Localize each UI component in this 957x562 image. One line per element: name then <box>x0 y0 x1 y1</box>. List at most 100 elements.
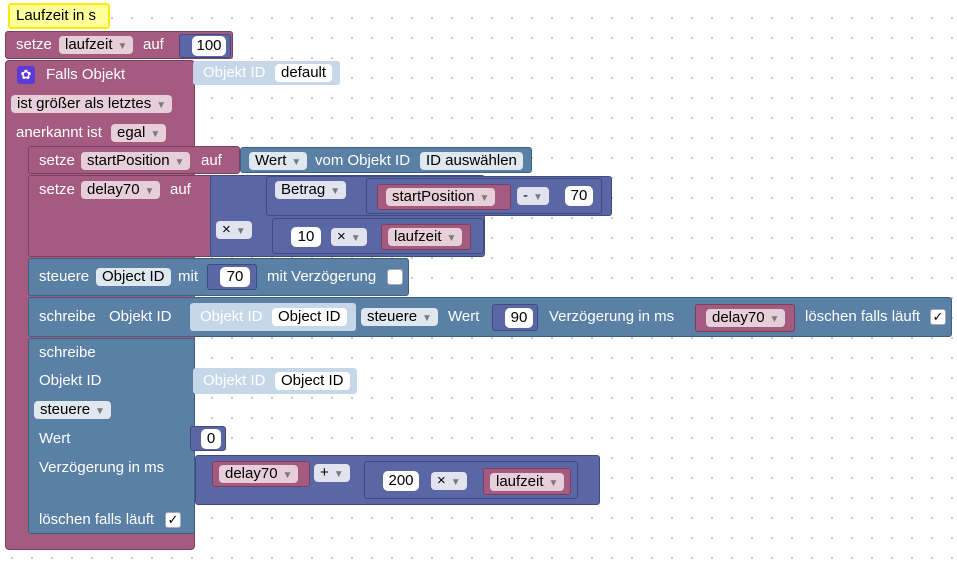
set-laufzeit-block[interactable]: setze laufzeit▼ auf 100 <box>5 31 233 59</box>
chevron-down-icon: ▼ <box>144 186 155 197</box>
startposition-var-dropdown[interactable]: startPosition▼ <box>386 188 496 206</box>
id-select-button[interactable]: ID auswählen <box>420 152 523 170</box>
clear-checkbox[interactable]: ✓ <box>165 512 181 528</box>
subtract-block[interactable]: startPosition▼ -▼ 70 <box>366 178 602 214</box>
write-inline-id-socket[interactable]: Objekt ID Object ID <box>190 303 356 331</box>
laufzeit-get-block[interactable]: laufzeit▼ <box>381 224 471 250</box>
auf-label: auf <box>170 181 191 198</box>
chevron-down-icon: ▼ <box>282 470 293 481</box>
chevron-down-icon: ▼ <box>548 478 559 489</box>
get-value-block[interactable]: Wert▼ vom Objekt ID ID auswählen <box>240 147 532 173</box>
chevron-down-icon: ▼ <box>150 129 161 140</box>
objekt-id-label: Objekt ID <box>203 372 266 389</box>
trigger-id-socket[interactable]: Objekt ID default <box>193 61 340 85</box>
startposition-get-block[interactable]: startPosition▼ <box>377 184 511 210</box>
seventy-input[interactable]: 70 <box>565 186 593 206</box>
write-block-id-socket[interactable]: Objekt ID Object ID <box>193 368 357 394</box>
chevron-down-icon: ▼ <box>291 157 302 168</box>
number-block[interactable]: 90 <box>492 304 538 331</box>
control-value-input[interactable]: 70 <box>220 267 250 287</box>
delay70-get-block[interactable]: delay70▼ <box>695 304 795 332</box>
chevron-down-icon: ▼ <box>422 313 432 324</box>
control-object-id[interactable]: Object ID <box>96 268 171 286</box>
wert-label: Wert <box>39 430 71 447</box>
chevron-down-icon: ▼ <box>350 233 361 244</box>
write-title: schreibe <box>39 344 96 361</box>
set-startposition-block[interactable]: setze startPosition▼ auf <box>28 146 240 174</box>
write-inline-block[interactable]: schreibe Objekt ID steuere▼ Wert 90 Verz… <box>28 297 952 337</box>
delay-label: mit Verzögerung <box>267 268 377 285</box>
minus-dropdown[interactable]: -▼ <box>517 187 549 205</box>
laufzeit-var-dropdown[interactable]: laufzeit▼ <box>388 228 463 246</box>
times-dropdown[interactable]: ×▼ <box>331 228 367 246</box>
write-mode-dropdown[interactable]: steuere▼ <box>34 401 111 419</box>
laufzeit-var-dropdown[interactable]: laufzeit▼ <box>59 36 134 54</box>
write-block-value-input[interactable]: 0 <box>201 429 221 449</box>
delay-ms-label: Verzögerung in ms <box>549 308 675 325</box>
set-keyword: setze <box>39 152 75 169</box>
delay70-get-block[interactable]: delay70▼ <box>212 461 310 487</box>
objekt-id-label: Objekt ID <box>203 64 266 81</box>
number-block[interactable]: 70 <box>207 264 257 290</box>
number-block[interactable]: 100 <box>179 34 231 58</box>
chevron-down-icon: ▼ <box>333 469 344 480</box>
chevron-down-icon: ▼ <box>174 157 185 168</box>
set-keyword: setze <box>16 36 52 53</box>
write-inline-id-value[interactable]: Object ID <box>272 308 347 326</box>
write-mode-dropdown[interactable]: steuere▼ <box>361 308 438 326</box>
wert-label: Wert <box>448 308 480 325</box>
control-title: steuere <box>39 268 90 285</box>
chevron-down-icon: ▼ <box>235 226 246 237</box>
auf-label: auf <box>201 152 222 169</box>
ten-times-laufzeit-block[interactable]: 10 ×▼ laufzeit▼ <box>272 218 484 254</box>
times-dropdown[interactable]: ×▼ <box>431 472 467 490</box>
trigger-id-value[interactable]: default <box>275 64 333 82</box>
control-block[interactable]: steuere Object ID mit 70 mit Verzögerung <box>28 258 409 296</box>
vom-objekt-label: vom Objekt ID <box>315 152 411 169</box>
chevron-down-icon: ▼ <box>95 406 105 417</box>
two-hundred-input[interactable]: 200 <box>383 471 419 491</box>
mit-label: mit <box>178 268 198 285</box>
condition-dropdown[interactable]: ist größer als letztes▼ <box>11 95 173 113</box>
laufzeit-get-block[interactable]: laufzeit▼ <box>483 468 571 495</box>
add-block[interactable]: delay70▼ +▼ 200 ×▼ laufzeit▼ <box>195 455 600 505</box>
chevron-down-icon: ▼ <box>117 41 128 52</box>
delay70-var-dropdown[interactable]: delay70▼ <box>706 309 786 327</box>
clear-label: löschen falls läuft <box>805 308 921 325</box>
trigger-bottom-bar <box>6 537 194 549</box>
outer-operator-dropdown[interactable]: ×▼ <box>216 221 252 239</box>
objekt-id-label: Objekt ID <box>39 372 102 389</box>
ack-label: anerkannt ist <box>16 124 102 141</box>
auf-label: auf <box>143 36 164 53</box>
objekt-id-label: Objekt ID <box>200 308 263 325</box>
chevron-down-icon: ▼ <box>450 477 461 488</box>
write-title: schreibe <box>39 308 96 325</box>
set-delay70-block[interactable]: setze delay70▼ auf <box>28 175 214 257</box>
clear-label: löschen falls läuft <box>39 511 155 528</box>
laufzeit-var-dropdown[interactable]: laufzeit▼ <box>490 473 565 491</box>
betrag-dropdown[interactable]: Betrag▼ <box>275 181 347 199</box>
chevron-down-icon: ▼ <box>769 314 780 325</box>
delay70-var-dropdown[interactable]: delay70▼ <box>219 465 299 483</box>
clear-checkbox[interactable]: ✓ <box>930 309 946 325</box>
write-block-id-value[interactable]: Object ID <box>275 372 350 390</box>
write-value-input[interactable]: 90 <box>505 308 533 328</box>
delay-checkbox[interactable] <box>387 269 403 285</box>
startposition-var-dropdown[interactable]: startPosition▼ <box>81 152 191 170</box>
chevron-down-icon: ▼ <box>330 186 341 197</box>
plus-dropdown[interactable]: +▼ <box>314 464 350 482</box>
delay-ms-label: Verzögerung in ms <box>39 459 165 476</box>
comment-note[interactable]: Laufzeit in s <box>8 3 110 29</box>
number-block[interactable]: 0 <box>190 426 226 451</box>
gear-icon[interactable]: ✿ <box>17 66 35 84</box>
trigger-title: Falls Objekt <box>46 66 126 83</box>
multiply-block[interactable]: 200 ×▼ laufzeit▼ <box>364 461 578 499</box>
laufzeit-value-input[interactable]: 100 <box>192 36 226 56</box>
delay70-var-dropdown[interactable]: delay70▼ <box>81 181 161 199</box>
write-block[interactable]: schreibe Objekt ID steuere▼ Wert Verzöge… <box>28 338 195 534</box>
ten-input[interactable]: 10 <box>291 227 321 247</box>
ack-dropdown[interactable]: egal▼ <box>111 124 167 142</box>
wert-dropdown[interactable]: Wert▼ <box>249 152 308 170</box>
objekt-id-label: Objekt ID <box>109 308 172 325</box>
chevron-down-icon: ▼ <box>533 192 543 203</box>
